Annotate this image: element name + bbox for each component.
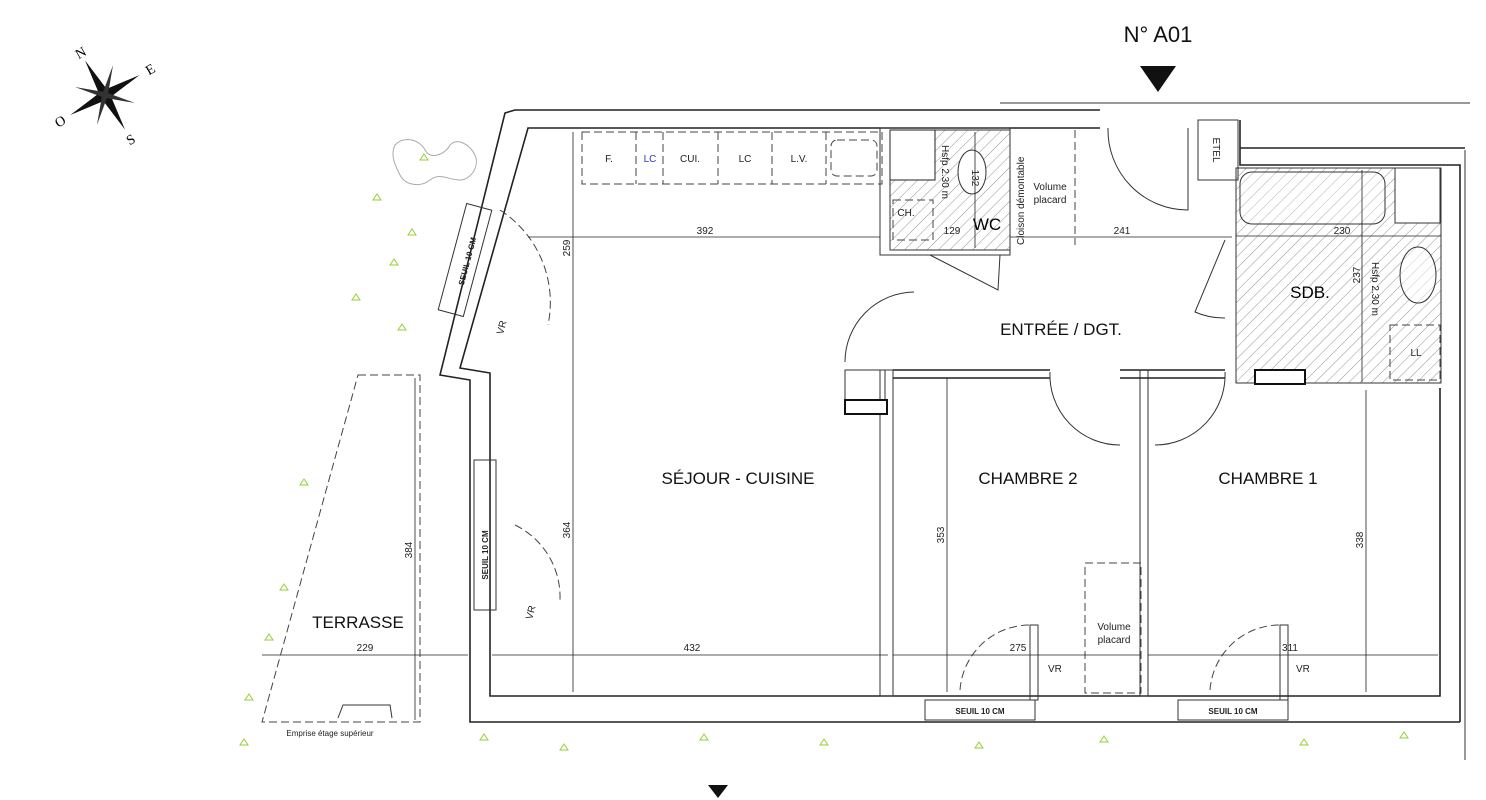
svg-text:LC: LC bbox=[644, 154, 657, 165]
svg-text:Emprise étage supérieur: Emprise étage supérieur bbox=[286, 729, 373, 738]
svg-text:O: O bbox=[53, 113, 69, 131]
svg-text:CH.: CH. bbox=[897, 208, 914, 219]
svg-text:230: 230 bbox=[1334, 226, 1351, 237]
room-label-chambre1: CHAMBRE 1 bbox=[1218, 469, 1317, 488]
vegetation bbox=[239, 153, 1409, 751]
svg-text:N: N bbox=[73, 45, 89, 63]
room-label-terrasse: TERRASSE bbox=[312, 613, 404, 632]
svg-text:ETEL: ETEL bbox=[1210, 137, 1221, 162]
room-label-sdb: SDB. bbox=[1290, 283, 1330, 302]
svg-text:S: S bbox=[124, 132, 138, 149]
svg-text:129: 129 bbox=[944, 226, 961, 237]
svg-text:placard: placard bbox=[1098, 635, 1131, 646]
svg-text:VR: VR bbox=[495, 319, 509, 335]
threshold-label: SEUIL 10 CM bbox=[955, 707, 1005, 716]
svg-text:VR: VR bbox=[524, 604, 538, 620]
exterior-walls bbox=[439, 102, 1470, 760]
threshold-label: SEUIL 10 CM bbox=[481, 530, 490, 580]
shrub-icon bbox=[392, 139, 477, 186]
dimension-lines: 392 129 241 230 259 132 237 364 353 338 … bbox=[262, 132, 1441, 720]
wc-room: CH. WC Hsfp 2.30 m Cloison démontable Vo… bbox=[889, 129, 1067, 251]
doors bbox=[499, 127, 1289, 701]
svg-text:Hsfp 2.30 m: Hsfp 2.30 m bbox=[939, 145, 950, 199]
svg-text:392: 392 bbox=[697, 226, 714, 237]
svg-text:364: 364 bbox=[562, 521, 573, 538]
room-label-chambre2: CHAMBRE 2 bbox=[978, 469, 1077, 488]
svg-text:F.: F. bbox=[605, 154, 613, 165]
svg-text:384: 384 bbox=[404, 541, 415, 558]
svg-text:LC: LC bbox=[739, 154, 752, 165]
room-label-entree: ENTRÉE / DGT. bbox=[1000, 320, 1122, 339]
svg-text:132: 132 bbox=[969, 170, 980, 187]
kitchen-units: F. LC CUI. LC L.V. bbox=[581, 131, 883, 185]
svg-text:CUI.: CUI. bbox=[680, 154, 700, 165]
svg-text:Volume: Volume bbox=[1033, 182, 1067, 193]
threshold-label: SEUIL 10 CM bbox=[1208, 707, 1258, 716]
svg-text:L.V.: L.V. bbox=[791, 154, 808, 165]
compass-icon: N S O E bbox=[53, 45, 159, 149]
bathroom: LL SDB. Hsfp 2.30 m ETEL bbox=[1210, 137, 1442, 385]
svg-text:311: 311 bbox=[1282, 643, 1298, 654]
apartment-number: N° A01 bbox=[1124, 22, 1193, 47]
svg-text:VR: VR bbox=[1048, 664, 1062, 675]
svg-text:241: 241 bbox=[1114, 226, 1131, 237]
terrace-outline bbox=[261, 374, 421, 723]
svg-text:432: 432 bbox=[684, 643, 701, 654]
svg-text:E: E bbox=[143, 62, 158, 79]
thresholds: SEUIL 10 CM SEUIL 10 CM SEUIL 10 CM SEUI… bbox=[437, 202, 1289, 721]
svg-text:353: 353 bbox=[936, 526, 947, 543]
svg-text:275: 275 bbox=[1010, 643, 1027, 654]
svg-text:338: 338 bbox=[1355, 531, 1366, 548]
bottom-arrow-icon bbox=[708, 785, 728, 798]
entrance-arrow-icon bbox=[1140, 66, 1176, 92]
svg-text:229: 229 bbox=[357, 643, 374, 654]
svg-text:Hsfp 2.30 m: Hsfp 2.30 m bbox=[1369, 262, 1380, 316]
svg-text:LL: LL bbox=[1410, 348, 1422, 359]
svg-text:VR: VR bbox=[1296, 664, 1310, 675]
svg-text:Cloison démontable: Cloison démontable bbox=[1016, 156, 1027, 245]
room-label-wc: WC bbox=[973, 215, 1001, 234]
svg-text:259: 259 bbox=[562, 239, 573, 256]
svg-text:237: 237 bbox=[1352, 266, 1363, 283]
room-label-sejour: SÉJOUR - CUISINE bbox=[661, 469, 814, 488]
svg-text:Volume: Volume bbox=[1097, 622, 1131, 633]
threshold-label: SEUIL 10 CM bbox=[457, 236, 479, 286]
svg-text:placard: placard bbox=[1034, 195, 1067, 206]
